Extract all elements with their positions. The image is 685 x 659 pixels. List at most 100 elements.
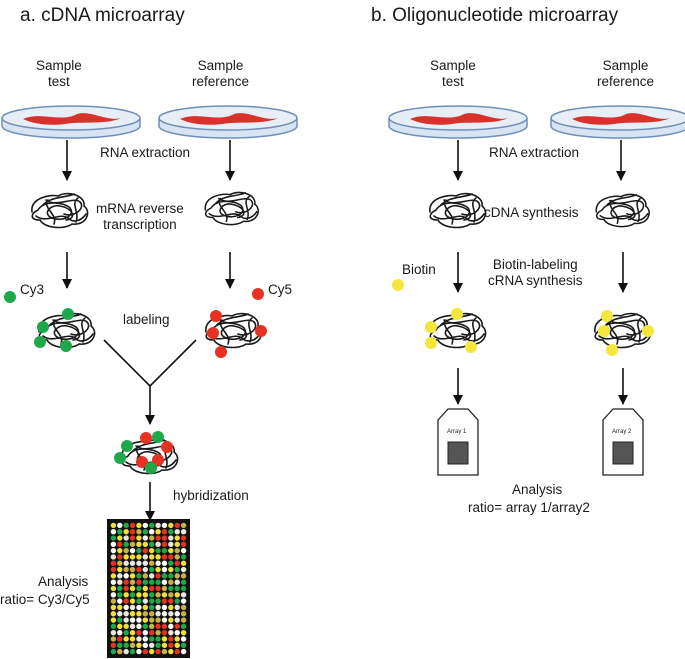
rna-b-test-extracted <box>429 192 487 229</box>
cy3-legend-dot <box>4 291 16 303</box>
microarray-spot <box>142 529 149 535</box>
microarray-spot <box>117 541 123 548</box>
microarray-spot <box>110 623 117 630</box>
microarray-spot <box>174 604 180 611</box>
microarray-spot <box>129 566 136 573</box>
microarray-spot <box>161 592 168 598</box>
microarray-spot <box>155 529 161 535</box>
microarray-spot <box>123 573 129 579</box>
microarray-spot <box>142 573 149 579</box>
dish-b-reference-sample <box>572 113 670 125</box>
dish-b-reference <box>550 105 685 139</box>
microarray-spot <box>161 598 168 604</box>
microarray-spot <box>136 547 142 554</box>
panel-b-sample-test: Sample test <box>430 58 476 89</box>
array-1-chip <box>437 408 479 476</box>
microarray-spot <box>142 579 149 585</box>
microarray-spot <box>161 617 168 623</box>
panel-b-analysis: Analysis <box>512 482 563 497</box>
microarray-spot <box>110 547 117 554</box>
microarray-spot <box>136 554 142 560</box>
microarray-spot <box>123 547 129 554</box>
microarray-spot <box>168 573 174 579</box>
microarray-spot <box>136 579 142 585</box>
microarray-spot <box>110 648 117 655</box>
microarray-spot <box>129 522 136 529</box>
microarray-spot <box>148 629 155 636</box>
microarray-spot <box>161 642 168 648</box>
microarray-spot <box>168 636 174 642</box>
microarray-spot <box>155 547 161 554</box>
hyb-cy3-dot-2 <box>152 431 164 443</box>
microarray-spot <box>155 642 161 648</box>
biotin-b1-dot-4 <box>465 341 477 353</box>
microarray-spot <box>180 648 187 655</box>
microarray-spot <box>161 636 168 642</box>
microarray-spot <box>155 592 161 598</box>
microarray-spot <box>174 642 180 648</box>
microarray-spot <box>123 611 129 617</box>
microarray-spot <box>136 623 142 630</box>
microarray-spot <box>161 547 168 554</box>
microarray-spot <box>129 535 136 541</box>
biotin-b2-dot-4 <box>606 344 618 356</box>
microarray-spot <box>168 560 174 566</box>
cy5-legend-dot <box>252 288 264 300</box>
microarray-spot <box>123 617 129 623</box>
microarray-spot <box>117 604 123 611</box>
microarray-spot <box>142 535 149 541</box>
microarray-spot <box>129 642 136 648</box>
microarray-spot <box>161 554 168 560</box>
array-1-chip-spot-area <box>447 441 469 465</box>
hyb-cy5-dot-4 <box>136 456 148 468</box>
microarray-spot <box>123 629 129 636</box>
biotin-b1-dot-1 <box>451 308 463 320</box>
microarray-spot <box>110 617 117 623</box>
dish-a-test-sample <box>23 113 121 125</box>
microarray-spot <box>161 604 168 611</box>
microarray-spot <box>168 541 174 548</box>
panel-b-biotin-label: Biotin <box>402 262 436 277</box>
microarray-spot <box>161 629 168 636</box>
microarray-spot <box>168 566 174 573</box>
microarray-spot <box>123 642 129 648</box>
microarray-spot <box>155 648 161 655</box>
microarray-spot <box>148 547 155 554</box>
microarray-spot <box>155 604 161 611</box>
microarray-spot <box>161 573 168 579</box>
microarray-spot <box>110 554 117 560</box>
microarray-spot <box>136 611 142 617</box>
microarray-spot <box>110 560 117 566</box>
microarray-spot <box>174 636 180 642</box>
microarray-spot <box>168 629 174 636</box>
biotin-b2-dot-2 <box>598 325 610 337</box>
panel-a-sample-test: Sample test <box>36 58 82 89</box>
microarray-spot <box>168 604 174 611</box>
microarray-spot <box>174 541 180 548</box>
microarray-spot <box>142 648 149 655</box>
panel-b-rna-extraction: RNA extraction <box>489 145 580 160</box>
microarray-spot <box>129 585 136 592</box>
cy5-dot-1 <box>210 310 222 322</box>
microarray-spot <box>168 598 174 604</box>
panel-b-cdna-synthesis: cDNA synthesis <box>484 205 579 220</box>
microarray-spot <box>136 604 142 611</box>
panel-b-ratio: ratio= array 1/array2 <box>468 500 590 515</box>
hyb-cy5-dot-1 <box>140 432 152 444</box>
microarray-spot <box>168 522 174 529</box>
microarray-spot <box>110 604 117 611</box>
microarray-spot <box>117 629 123 636</box>
microarray-spot <box>142 623 149 630</box>
microarray-spot <box>117 636 123 642</box>
microarray-spot <box>136 522 142 529</box>
microarray-spot <box>142 585 149 592</box>
microarray-spot <box>168 611 174 617</box>
microarray-spot <box>148 579 155 585</box>
panel-a-rna-extraction: RNA extraction <box>100 145 191 160</box>
microarray-spot <box>168 529 174 535</box>
microarray-spot <box>168 585 174 592</box>
microarray-spot <box>148 617 155 623</box>
microarray-spot <box>180 579 187 585</box>
microarray-spot <box>168 642 174 648</box>
microarray-spot <box>174 522 180 529</box>
